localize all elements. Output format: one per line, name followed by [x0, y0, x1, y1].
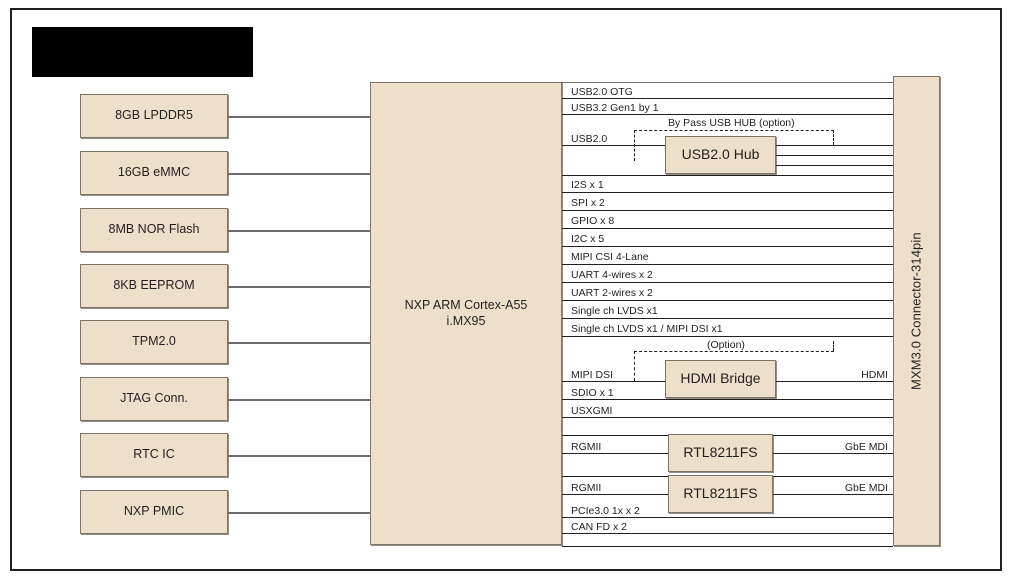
block-phy-rtl8211fs-2[interactable]: RTL8211FS: [668, 475, 773, 513]
block-jtag[interactable]: JTAG Conn.: [80, 377, 228, 421]
row-divider: [773, 494, 893, 495]
lead-pmic: [228, 512, 370, 514]
signal-label-uart4: UART 4-wires x 2: [571, 269, 653, 281]
hdmi-option-dash-top: [634, 351, 834, 352]
bypass-dash-left: [634, 130, 635, 161]
block-rtc[interactable]: RTC IC: [80, 433, 228, 477]
block-label: 8KB EEPROM: [113, 278, 195, 293]
hdmi-option-dash-left: [634, 351, 635, 381]
block-phy-rtl8211fs-1[interactable]: RTL8211FS: [668, 434, 773, 472]
block-mxm-connector[interactable]: MXM3.0 Connector-314pin: [893, 76, 940, 546]
block-eeprom[interactable]: 8KB EEPROM: [80, 264, 228, 308]
block-label: RTC IC: [133, 447, 175, 462]
row-divider: [562, 336, 893, 337]
row-divider: [562, 246, 893, 247]
lead-lpddr5: [228, 116, 370, 118]
row-divider: [562, 494, 668, 495]
block-nor-flash[interactable]: 8MB NOR Flash: [80, 208, 228, 252]
signal-label-usb32: USB3.2 Gen1 by 1: [571, 102, 659, 114]
signal-label-usxgmi: USXGMI: [571, 405, 613, 417]
lead-rtc: [228, 455, 370, 457]
block-label: USB2.0 Hub: [681, 146, 760, 163]
block-emmc[interactable]: 16GB eMMC: [80, 151, 228, 195]
row-divider: [562, 82, 893, 83]
lead-nor-flash: [228, 230, 370, 232]
signal-label-mipi-csi: MIPI CSI 4-Lane: [571, 251, 649, 263]
row-divider: [773, 453, 893, 454]
signal-label-i2c: I2C x 5: [571, 233, 605, 245]
signal-label-can-fd: CAN FD x 2: [571, 521, 628, 533]
soc-label-line2: i.MX95: [446, 313, 486, 328]
block-label: RTL8211FS: [683, 444, 758, 461]
signal-label-usb20: USB2.0: [571, 133, 608, 145]
connector-label: MXM3.0 Connector-314pin: [908, 232, 924, 390]
row-divider: [776, 145, 893, 146]
soc-label-line1: NXP ARM Cortex-A55: [404, 297, 528, 312]
row-divider: [562, 453, 668, 454]
row-divider: [562, 210, 893, 211]
row-divider: [562, 546, 893, 547]
signal-label-lvds-dsi: Single ch LVDS x1 / MIPI DSI x1: [571, 323, 723, 335]
row-divider: [562, 517, 893, 518]
row-divider: [562, 264, 893, 265]
row-divider: [562, 381, 665, 382]
lead-tpm: [228, 342, 370, 344]
block-pmic[interactable]: NXP PMIC: [80, 490, 228, 534]
hdmi-option-caption: (Option): [707, 339, 745, 351]
bypass-option-caption: By Pass USB HUB (option): [668, 117, 795, 129]
lead-emmc: [228, 173, 370, 175]
row-divider: [562, 175, 893, 176]
row-divider: [562, 417, 893, 418]
row-divider: [776, 381, 893, 382]
signal-label-spi: SPI x 2: [571, 197, 605, 209]
block-label: JTAG Conn.: [120, 391, 188, 406]
signal-label-uart2: UART 2-wires x 2: [571, 287, 653, 299]
signal-label-lvds: Single ch LVDS x1: [571, 305, 658, 317]
signal-label-pcie: PCIe3.0 1x x 2: [571, 505, 640, 517]
signal-label-rgmii-1: RGMII: [571, 441, 602, 453]
redacted-title-block: [32, 27, 253, 77]
row-divider: [562, 282, 893, 283]
block-usb20-hub[interactable]: USB2.0 Hub: [665, 136, 776, 174]
row-divider: [562, 399, 893, 400]
row-divider: [562, 300, 893, 301]
row-divider: [776, 165, 893, 166]
row-divider: [562, 228, 893, 229]
block-label: 8GB LPDDR5: [115, 108, 193, 123]
signal-label-gbe-mdi-1: GbE MDI: [844, 441, 888, 453]
signal-label-mipi-dsi: MIPI DSI: [571, 369, 614, 381]
lead-eeprom: [228, 286, 370, 288]
signal-label-rgmii-2: RGMII: [571, 482, 602, 494]
row-divider: [562, 98, 893, 99]
row-divider: [562, 192, 893, 193]
block-label: 16GB eMMC: [117, 165, 191, 180]
block-soc[interactable]: NXP ARM Cortex-A55 i.MX95: [370, 82, 562, 545]
row-divider: [562, 145, 665, 146]
bypass-dash-right: [833, 130, 834, 145]
row-divider: [562, 318, 893, 319]
row-divider: [776, 155, 893, 156]
block-label: NXP PMIC: [123, 504, 185, 519]
lead-jtag: [228, 399, 370, 401]
signal-label-gpio: GPIO x 8: [571, 215, 615, 227]
block-tpm[interactable]: TPM2.0: [80, 320, 228, 364]
block-label: TPM2.0: [132, 334, 176, 349]
signal-label-gbe-mdi-2: GbE MDI: [844, 482, 888, 494]
signal-label-hdmi: HDMI: [861, 369, 888, 381]
signal-label-usb20-otg: USB2.0 OTG: [571, 86, 633, 98]
row-divider: [562, 114, 893, 115]
row-divider: [562, 533, 893, 534]
signal-label-i2s: I2S x 1: [571, 179, 604, 191]
block-label: RTL8211FS: [683, 485, 758, 502]
hdmi-option-dash-right: [833, 341, 834, 351]
block-lpddr5[interactable]: 8GB LPDDR5: [80, 94, 228, 138]
block-label: 8MB NOR Flash: [108, 222, 200, 237]
bypass-dash-top: [634, 130, 834, 131]
block-hdmi-bridge[interactable]: HDMI Bridge: [665, 360, 776, 398]
signal-label-sdio: SDIO x 1: [571, 387, 614, 399]
block-label: HDMI Bridge: [680, 370, 761, 387]
